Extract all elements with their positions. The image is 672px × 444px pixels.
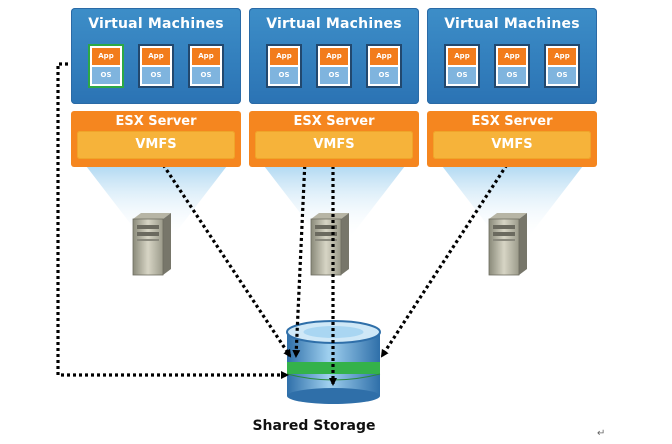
app-block: App	[548, 48, 576, 65]
esx-server-panel: ESX Server VMFS	[249, 111, 419, 167]
virtual-machine[interactable]: App OS	[444, 44, 480, 88]
virtual-machine[interactable]: App OS	[188, 44, 224, 88]
host2-left-to-storage-arrow	[292, 159, 307, 358]
vmfs-bar: VMFS	[255, 131, 413, 159]
app-block: App	[370, 48, 398, 65]
os-block: OS	[270, 67, 298, 84]
os-block: OS	[92, 67, 120, 84]
virtual-machine[interactable]: App OS	[266, 44, 302, 88]
database-cylinder-icon	[286, 320, 381, 404]
esx-server-title: ESX Server	[115, 114, 197, 129]
os-block: OS	[548, 67, 576, 84]
light-cone-3	[439, 162, 586, 240]
app-block: App	[192, 48, 220, 65]
server-tower-icon	[310, 213, 349, 276]
virtual-machine[interactable]: App OS	[494, 44, 530, 88]
app-block: App	[92, 48, 120, 65]
os-block: OS	[370, 67, 398, 84]
virtual-machine[interactable]: App OS	[366, 44, 402, 88]
os-block: OS	[320, 67, 348, 84]
virtual-machine[interactable]: App OS	[544, 44, 580, 88]
app-block: App	[448, 48, 476, 65]
return-mark: ↵	[597, 428, 606, 439]
vmfs-bar: VMFS	[77, 131, 235, 159]
virtual-machine[interactable]: App OS	[316, 44, 352, 88]
virtual-machines-title: Virtual Machines	[88, 16, 224, 32]
virtual-machine-selected[interactable]: App OS	[88, 44, 124, 88]
virtual-machines-title: Virtual Machines	[266, 16, 402, 32]
server-tower-icon	[488, 213, 527, 276]
virtual-machines-title: Virtual Machines	[444, 16, 580, 32]
virtual-machines-panel: Virtual Machines App OS App OS App OS	[249, 8, 419, 104]
light-cone-2	[261, 162, 408, 240]
light-cone-1	[83, 162, 230, 240]
vmfs-label: VMFS	[313, 137, 355, 152]
virtual-machines-panel: Virtual Machines App OS App OS App OS	[71, 8, 241, 104]
app-block: App	[142, 48, 170, 65]
esx-server-title: ESX Server	[293, 114, 375, 129]
app-block: App	[270, 48, 298, 65]
os-block: OS	[142, 67, 170, 84]
os-block: OS	[448, 67, 476, 84]
virtual-machines-panel: Virtual Machines App OS App OS App OS	[427, 8, 597, 104]
server-tower-icon	[132, 213, 171, 276]
app-block: App	[320, 48, 348, 65]
esx-server-title: ESX Server	[471, 114, 553, 129]
vmfs-label: VMFS	[135, 137, 177, 152]
vmfs-label: VMFS	[491, 137, 533, 152]
os-block: OS	[498, 67, 526, 84]
os-block: OS	[192, 67, 220, 84]
shared-storage-label: Shared Storage	[252, 418, 376, 434]
virtual-machine[interactable]: App OS	[138, 44, 174, 88]
vmfs-bar: VMFS	[433, 131, 591, 159]
esx-server-panel: ESX Server VMFS	[427, 111, 597, 167]
app-block: App	[498, 48, 526, 65]
esx-server-panel: ESX Server VMFS	[71, 111, 241, 167]
